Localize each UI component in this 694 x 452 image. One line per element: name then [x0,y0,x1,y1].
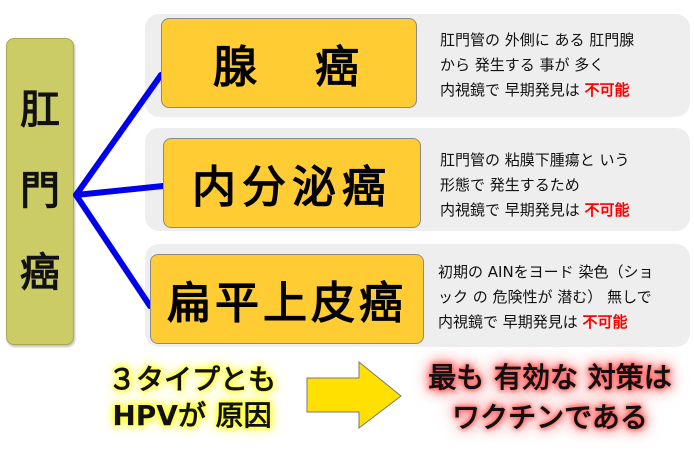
root-char: 癌 [20,250,60,297]
cause-line: ３タイプとも [107,363,276,396]
cause-line: HPVが 原因 [112,399,272,432]
description-text: 内視鏡で 早期発見は [440,81,585,99]
type-description: 肛門管の 粘膜下腫瘍と いう 形態で 発生するため 内視鏡で 早期発見は 不可能 [440,148,690,223]
type-box-neuroendocrine: 内分泌癌 [163,138,421,228]
description-line: 初期の AINをヨード 染色（ショ [438,263,654,281]
cause-statement: ３タイプとも HPVが 原因 [92,362,292,434]
description-text: 内視鏡で 早期発見は [438,313,583,331]
description-line: 形態で 発生するため [440,176,580,194]
description-line: 内視鏡で 早期発見は 不可能 [440,78,690,103]
root-char: 門 [20,168,60,215]
type-box-squamous: 扁平上皮癌 [150,254,424,344]
right-arrow-icon [306,360,402,430]
connector-to-neuroendocrine [73,183,166,198]
connector-to-adenocarcinoma [73,72,164,198]
type-box-adenocarcinoma: 腺癌 [161,18,417,108]
type-description: 肛門管の 外側に ある 肛門腺 から 発生する 事が 多く 内視鏡で 早期発見は… [440,28,690,103]
conclusion-statement: 最も 有効な 対策は ワクチンである [410,358,690,438]
description-text: 内視鏡で 早期発見は [440,201,585,219]
connector-to-squamous [73,192,153,309]
description-line: 肛門管の 粘膜下腫瘍と いう [440,151,630,169]
description-line: ック の 危険性が 潜む） 無しで [438,288,652,306]
conclusion-line: ワクチンである [452,401,648,434]
description-line: 内視鏡で 早期発見は 不可能 [440,198,690,223]
emphasis-text: 不可能 [582,313,628,331]
root-char: 肛 [20,86,60,133]
root-node-anal-cancer: 肛 門 癌 [6,38,74,345]
description-line: から 発生する 事が 多く [440,56,605,74]
type-name-part: 癌 [315,42,365,93]
emphasis-text: 不可能 [584,81,630,99]
conclusion-line: 最も 有効な 対策は [428,361,672,394]
description-line: 肛門管の 外側に ある 肛門腺 [440,31,635,49]
emphasis-text: 不可能 [584,201,630,219]
type-name-part: 腺 [213,42,263,93]
type-description: 初期の AINをヨード 染色（ショ ック の 危険性が 潜む） 無しで 内視鏡で… [438,260,688,335]
description-line: 内視鏡で 早期発見は 不可能 [438,310,688,335]
